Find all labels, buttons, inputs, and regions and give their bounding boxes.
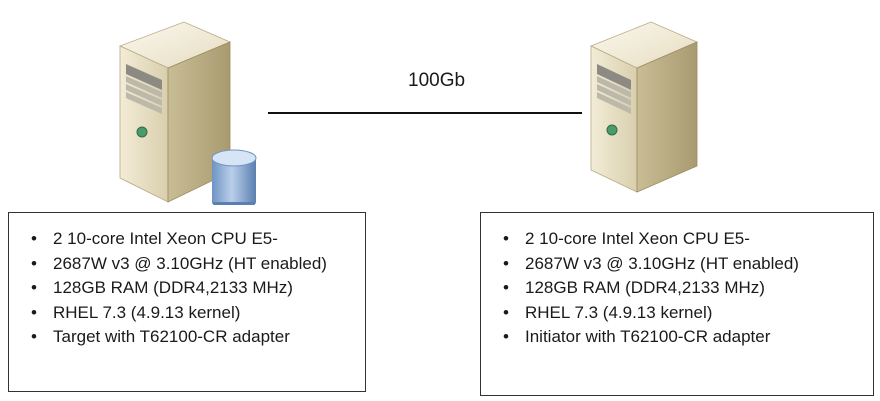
server-tower-with-storage-icon bbox=[118, 21, 257, 205]
spec-item: 2687W v3 @ 3.10GHz (HT enabled) bbox=[31, 252, 357, 277]
right-server-spec-box: 2 10-core Intel Xeon CPU E5- 2687W v3 @ … bbox=[480, 212, 874, 396]
spec-item: 128GB RAM (DDR4,2133 MHz) bbox=[503, 276, 865, 301]
spec-item: RHEL 7.3 (4.9.13 kernel) bbox=[503, 301, 865, 326]
spec-item: Initiator with T62100-CR adapter bbox=[503, 325, 865, 350]
spec-item: Target with T62100-CR adapter bbox=[31, 325, 357, 350]
spec-item: RHEL 7.3 (4.9.13 kernel) bbox=[31, 301, 357, 326]
spec-item: 2 10-core Intel Xeon CPU E5- bbox=[503, 227, 865, 252]
left-server-spec-box: 2 10-core Intel Xeon CPU E5- 2687W v3 @ … bbox=[8, 212, 366, 392]
spec-item: 128GB RAM (DDR4,2133 MHz) bbox=[31, 276, 357, 301]
right-server-spec-list: 2 10-core Intel Xeon CPU E5- 2687W v3 @ … bbox=[481, 213, 873, 350]
network-link-line bbox=[268, 112, 582, 114]
spec-item: 2687W v3 @ 3.10GHz (HT enabled) bbox=[503, 252, 865, 277]
server-tower-icon bbox=[590, 21, 699, 193]
spec-item: 2 10-core Intel Xeon CPU E5- bbox=[31, 227, 357, 252]
left-server-spec-list: 2 10-core Intel Xeon CPU E5- 2687W v3 @ … bbox=[9, 213, 365, 350]
link-bandwidth-label: 100Gb bbox=[408, 70, 466, 91]
